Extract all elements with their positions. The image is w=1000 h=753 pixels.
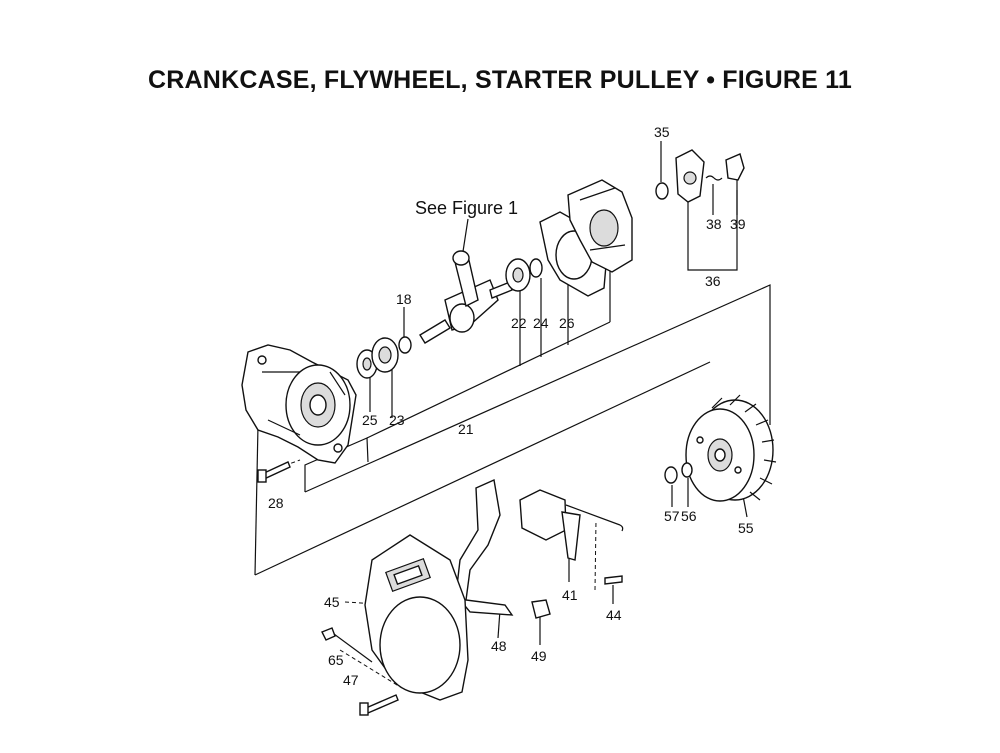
nut-57 bbox=[664, 466, 678, 484]
callout-39: 39 bbox=[730, 216, 746, 232]
pawl-39 bbox=[725, 153, 745, 181]
flywheel-55 bbox=[685, 394, 777, 502]
screw-28 bbox=[257, 461, 291, 483]
callout-22: 22 bbox=[511, 315, 527, 331]
bolt-44 bbox=[604, 575, 623, 585]
seal-18 bbox=[398, 336, 412, 354]
ignition-coil-41 bbox=[519, 489, 624, 561]
screw-47 bbox=[359, 694, 399, 716]
callout-56: 56 bbox=[681, 508, 697, 524]
group-line-cover bbox=[254, 361, 711, 576]
callout-55: 55 bbox=[738, 520, 754, 536]
crankcase-half bbox=[241, 344, 357, 464]
leader-45-dash bbox=[344, 601, 379, 605]
spring-38 bbox=[705, 175, 723, 181]
crankcase-right bbox=[567, 179, 633, 273]
figure-title: CRANKCASE, FLYWHEEL, STARTER PULLEY • FI… bbox=[148, 66, 852, 94]
connecting-rod bbox=[452, 250, 479, 308]
fan-cover-45 bbox=[364, 534, 469, 701]
bracket-21-line bbox=[366, 321, 611, 439]
see-figure-note: See Figure 1 bbox=[415, 198, 518, 218]
callout-35: 35 bbox=[654, 124, 670, 140]
callout-26: 26 bbox=[559, 315, 575, 331]
wire-65 bbox=[321, 627, 373, 663]
clip-49 bbox=[531, 599, 551, 619]
callout-41: 41 bbox=[562, 587, 578, 603]
callout-45: 45 bbox=[324, 594, 340, 610]
callout-65: 65 bbox=[328, 652, 344, 668]
callout-25: 25 bbox=[362, 412, 378, 428]
callout-24: 24 bbox=[533, 315, 549, 331]
washer-56 bbox=[681, 462, 693, 478]
seal-24 bbox=[529, 258, 543, 278]
callout-23: 23 bbox=[389, 412, 405, 428]
group-line-lower bbox=[254, 424, 259, 576]
air-guide-48 bbox=[455, 478, 514, 616]
leader-lines bbox=[254, 141, 771, 689]
bearing-22 bbox=[505, 258, 531, 292]
callout-47: 47 bbox=[343, 672, 359, 688]
callout-18: 18 bbox=[396, 291, 412, 307]
bearing-23 bbox=[371, 337, 399, 373]
crankshaft bbox=[419, 279, 513, 344]
group-line-main bbox=[304, 284, 771, 493]
leader-44-dash bbox=[594, 519, 597, 591]
washer-35 bbox=[655, 182, 669, 200]
callout-44: 44 bbox=[606, 607, 622, 623]
bracket-36 bbox=[687, 190, 738, 271]
callout-36: 36 bbox=[705, 273, 721, 289]
callout-28: 28 bbox=[268, 495, 284, 511]
callout-48: 48 bbox=[491, 638, 507, 654]
callout-21: 21 bbox=[458, 421, 474, 437]
callout-49: 49 bbox=[531, 648, 547, 664]
callout-57: 57 bbox=[664, 508, 680, 524]
starter-pulley-36 bbox=[675, 149, 705, 203]
leader-65-dash bbox=[339, 649, 403, 689]
callout-38: 38 bbox=[706, 216, 722, 232]
